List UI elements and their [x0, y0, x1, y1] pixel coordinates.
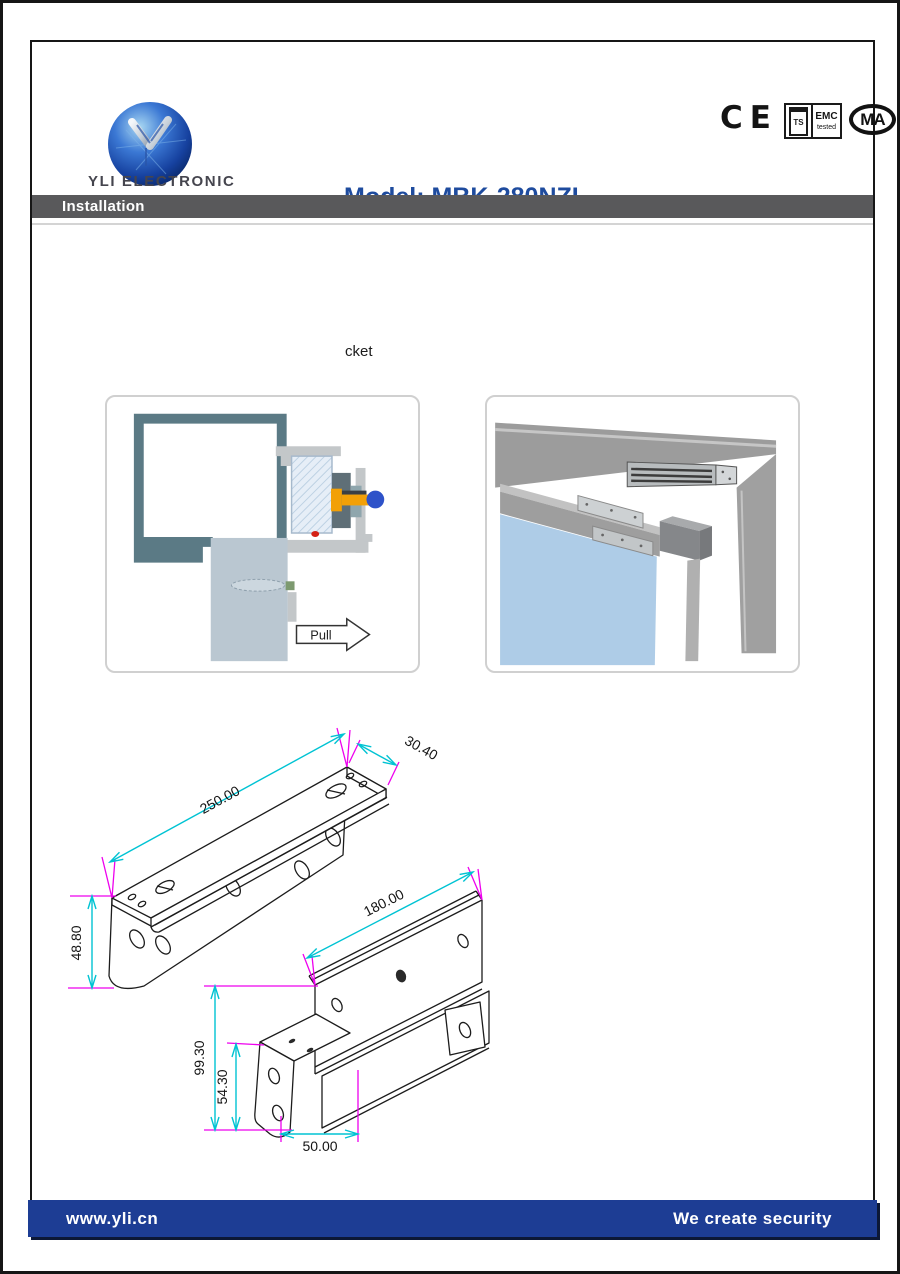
z-bracket-mounted [577, 494, 654, 557]
z-bracket-drawing [254, 890, 490, 1138]
dim-l-height: 48.80 [68, 925, 84, 960]
screw-tip [285, 581, 295, 591]
cross-section-svg: Pull [133, 413, 385, 662]
pull-arrow: Pull [295, 617, 371, 652]
door-frame-header [495, 422, 777, 488]
pull-label: Pull [310, 627, 331, 642]
dim-l-width: 30.40 [402, 732, 441, 763]
perspective-svg [495, 422, 777, 666]
emc-label: EMC [815, 110, 838, 122]
dim-z-length: 180.00 [361, 886, 407, 920]
door-frame-jamb [736, 454, 777, 654]
cross-section-diagram: Pull [105, 395, 420, 673]
footer-bar: www.yli.cn We create security [28, 1200, 877, 1237]
door-stile [685, 558, 701, 662]
footer-slogan: We create security [673, 1208, 832, 1228]
banner-divider [32, 223, 873, 225]
ce-certification-mark: CE [720, 100, 778, 136]
perspective-diagram [485, 395, 800, 673]
maglock-unit [626, 461, 738, 488]
mounting-bolt [331, 488, 385, 512]
dim-z-width: 50.00 [302, 1138, 337, 1154]
emc-tested-label: tested [816, 123, 837, 131]
section-title: Installation [62, 198, 145, 215]
dim-l-length: 250.00 [197, 782, 242, 817]
installation-section-banner: Installation [32, 195, 873, 218]
led-indicator [311, 531, 320, 537]
dim-z-inner-height: 54.30 [214, 1069, 230, 1104]
ma-certification-mark: MA [849, 104, 896, 135]
yli-logo-icon [106, 100, 194, 188]
bracket-technical-drawing: 250.00 30.40 48.80 [68, 727, 490, 1154]
through-screw [230, 578, 286, 592]
dim-z-total-height: 99.30 [191, 1040, 207, 1075]
l-bracket-drawing [108, 766, 390, 990]
company-name: YLI ELECTRONIC [88, 173, 236, 190]
document-frame: YLI ELECTRONIC CE TS EMC tested MA Model… [30, 40, 896, 1202]
glass-door [500, 514, 657, 666]
yli-logo-svg [108, 102, 192, 186]
door-panel-section [210, 537, 295, 662]
caption-text-fragment: cket [345, 343, 373, 360]
emc-certification-mark: TS EMC tested [784, 103, 842, 139]
emc-logo-icon: TS [786, 105, 813, 137]
footer-website: www.yli.cn [66, 1208, 159, 1228]
